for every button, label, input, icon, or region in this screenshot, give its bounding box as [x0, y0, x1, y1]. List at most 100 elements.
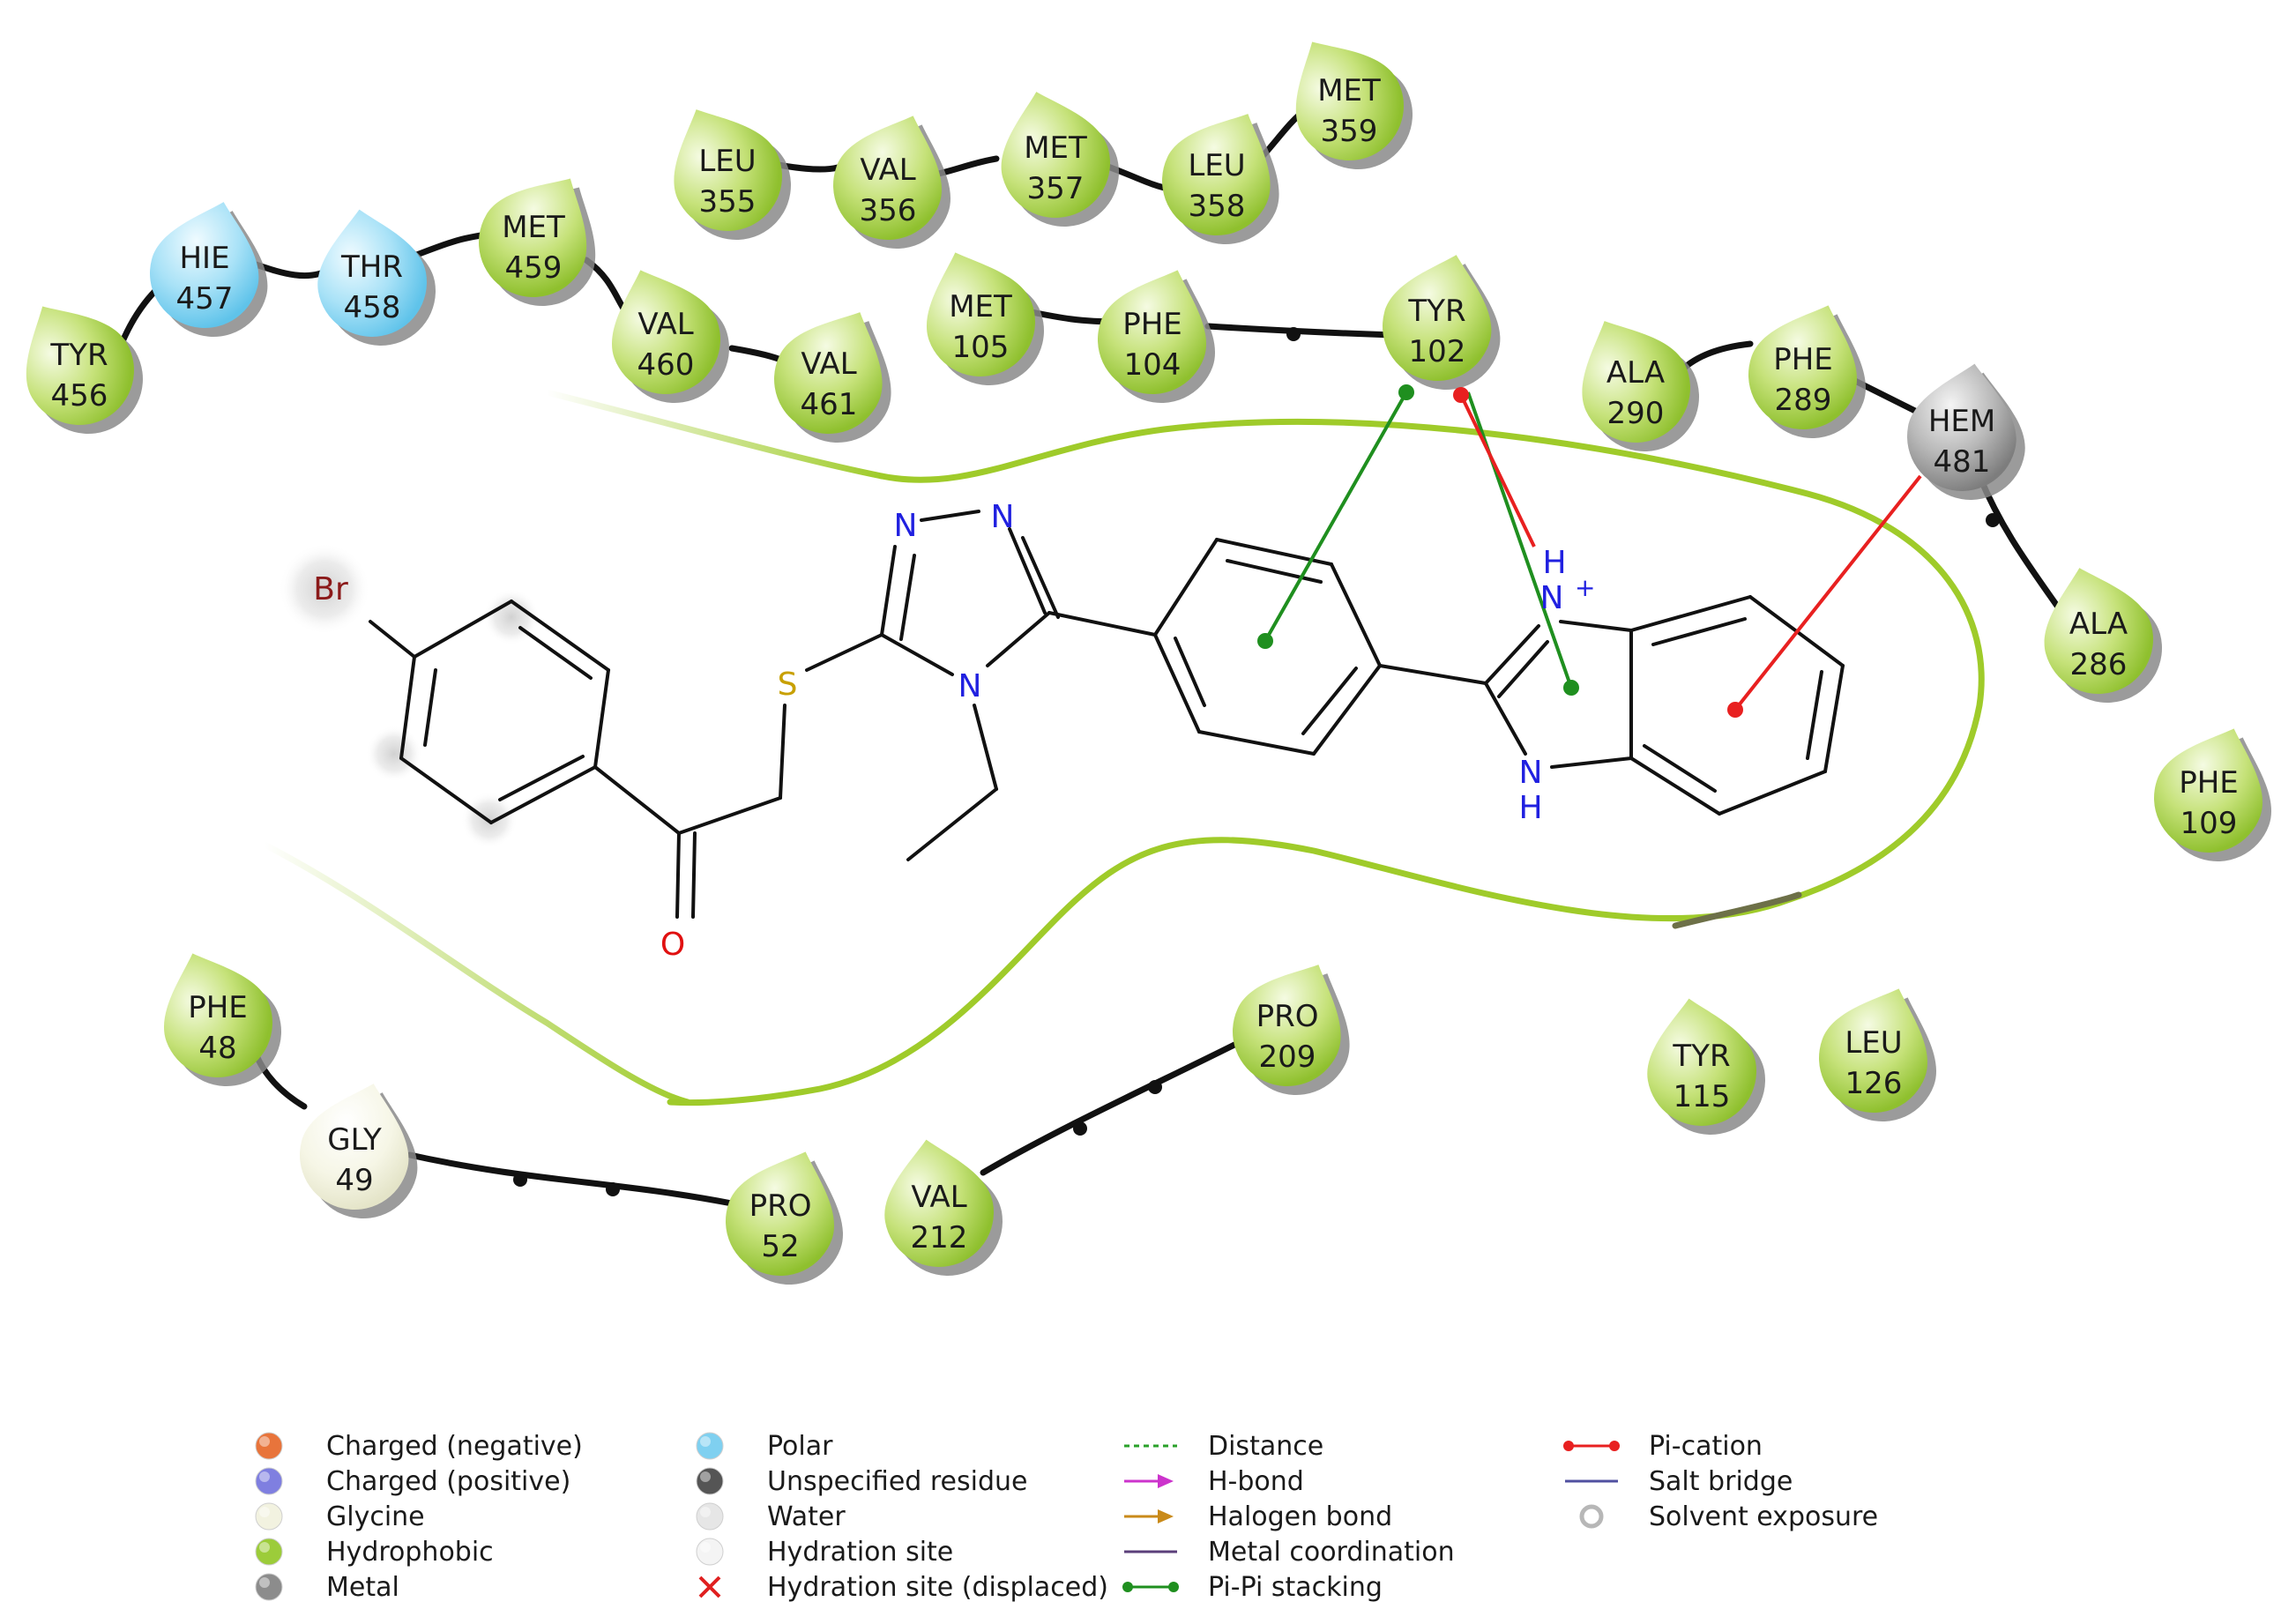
residue-shape: [150, 202, 259, 328]
legend-label: Salt bridge: [1649, 1466, 1793, 1497]
residue-number: 356: [860, 193, 917, 228]
residue-name: ALA: [2069, 607, 2128, 642]
legend-item: Metal coordination: [1124, 1537, 1455, 1568]
legend-item: H-bond: [1124, 1466, 1304, 1497]
legend-item: Charged (positive): [255, 1466, 570, 1497]
legend-swatch-dot: [255, 1467, 283, 1495]
residue-number: 456: [51, 378, 108, 413]
residue-shape: [479, 178, 587, 297]
residue-shape: [833, 115, 942, 240]
residue-name: LEU: [698, 144, 756, 179]
residue-number: 459: [505, 250, 563, 286]
legend-swatch-x: [698, 1576, 721, 1598]
residue-number: 102: [1409, 334, 1466, 369]
legend-swatch-dot: [255, 1432, 283, 1460]
legend-label: Water: [767, 1501, 846, 1532]
legend-swatch-dot: [696, 1467, 724, 1495]
residue-name: MET: [1317, 73, 1381, 108]
residue-name: THR: [340, 250, 403, 285]
legend-label: Charged (negative): [326, 1431, 583, 1462]
legend-item: Halogen bond: [1124, 1501, 1392, 1532]
residue-shape: [1582, 321, 1690, 443]
legend-swatch-dot: [696, 1432, 724, 1460]
residue-number: 209: [1259, 1039, 1316, 1075]
binding-pocket-outline: [261, 389, 1985, 1106]
residue-shape: [1098, 270, 1206, 394]
pi-pi-stacking-interactions: [1257, 384, 1579, 696]
legend-item: Pi-Pi stacking: [1122, 1572, 1383, 1603]
residue-name: PHE: [1773, 342, 1833, 377]
residue-shape: [164, 953, 272, 1077]
legend-label: Hydration site (displaced): [767, 1572, 1108, 1603]
legend-label: Solvent exposure: [1649, 1501, 1878, 1532]
legend-swatch-end-dot: [1563, 1441, 1574, 1451]
legend-label: H-bond: [1208, 1466, 1304, 1497]
legend-swatch-arrowhead: [1158, 1509, 1174, 1523]
residue-shape: [927, 252, 1035, 376]
residue-name: VAL: [860, 153, 915, 188]
legend-item: Hydrophobic: [255, 1537, 494, 1568]
legend-label: Pi-Pi stacking: [1208, 1572, 1383, 1603]
residue-shape: [317, 209, 427, 337]
residue-name: VAL: [911, 1180, 966, 1215]
legend-item: Charged (negative): [255, 1431, 583, 1462]
residue-shape: [1819, 988, 1927, 1113]
legend-item: Polar: [696, 1431, 833, 1462]
residue-name: LEU: [1845, 1025, 1902, 1061]
residue-number: 212: [911, 1220, 968, 1255]
legend-item: Pi-cation: [1563, 1431, 1763, 1462]
residue-number: 355: [699, 184, 757, 220]
residue-number: 289: [1775, 383, 1832, 418]
residue-shape: [774, 312, 883, 434]
residue-name: MET: [1024, 130, 1087, 166]
legend-item: Salt bridge: [1565, 1466, 1793, 1497]
residue-shape: [726, 1151, 834, 1276]
residue-name: HEM: [1928, 404, 1995, 439]
legend-swatch-end-dot: [1609, 1441, 1620, 1451]
residue-shape: [2044, 568, 2153, 694]
atom-nitrogen-n1: N: [894, 508, 918, 544]
residue-val212: VAL 212: [884, 1139, 1003, 1276]
residue-phe48: PHE 48: [164, 953, 281, 1086]
atom-bromine: Br: [313, 571, 348, 607]
residue-number: 358: [1189, 189, 1246, 224]
residue-number: 126: [1845, 1066, 1903, 1101]
legend-swatch-highlight: [259, 1507, 270, 1517]
atom-nitrogen-nh-bottom: N: [1519, 755, 1543, 791]
residue-shape: [1162, 114, 1271, 235]
residue-number: 48: [198, 1031, 236, 1066]
residue-number: 461: [801, 387, 858, 422]
residue-shape: [884, 1139, 994, 1267]
pi-cation-interactions: [1453, 387, 1922, 718]
residue-shape: [1295, 41, 1404, 160]
legend-label: Polar: [767, 1431, 833, 1462]
residue-name: TYR: [1672, 1039, 1730, 1074]
legend-swatch-highlight: [259, 1436, 270, 1447]
residue-shape: [674, 109, 782, 231]
legend-swatch-arrowhead: [1158, 1474, 1174, 1488]
residue-pro209: PRO 209: [1233, 965, 1350, 1095]
residue-number: 52: [761, 1229, 799, 1264]
residue-name: PRO: [1256, 999, 1319, 1034]
residue-shape: [1001, 92, 1110, 218]
legend-swatch-dot: [696, 1538, 724, 1566]
residue-name: PHE: [188, 990, 248, 1025]
residue-name: LEU: [1188, 148, 1245, 183]
residue-shape: [300, 1084, 409, 1210]
residue-leu355: LEU 355: [674, 109, 791, 240]
atom-charge-plus: +: [1575, 573, 1595, 602]
atom-oxygen: O: [660, 927, 685, 963]
residue-val356: VAL 356: [833, 115, 950, 249]
legend-item: Glycine: [255, 1501, 425, 1532]
